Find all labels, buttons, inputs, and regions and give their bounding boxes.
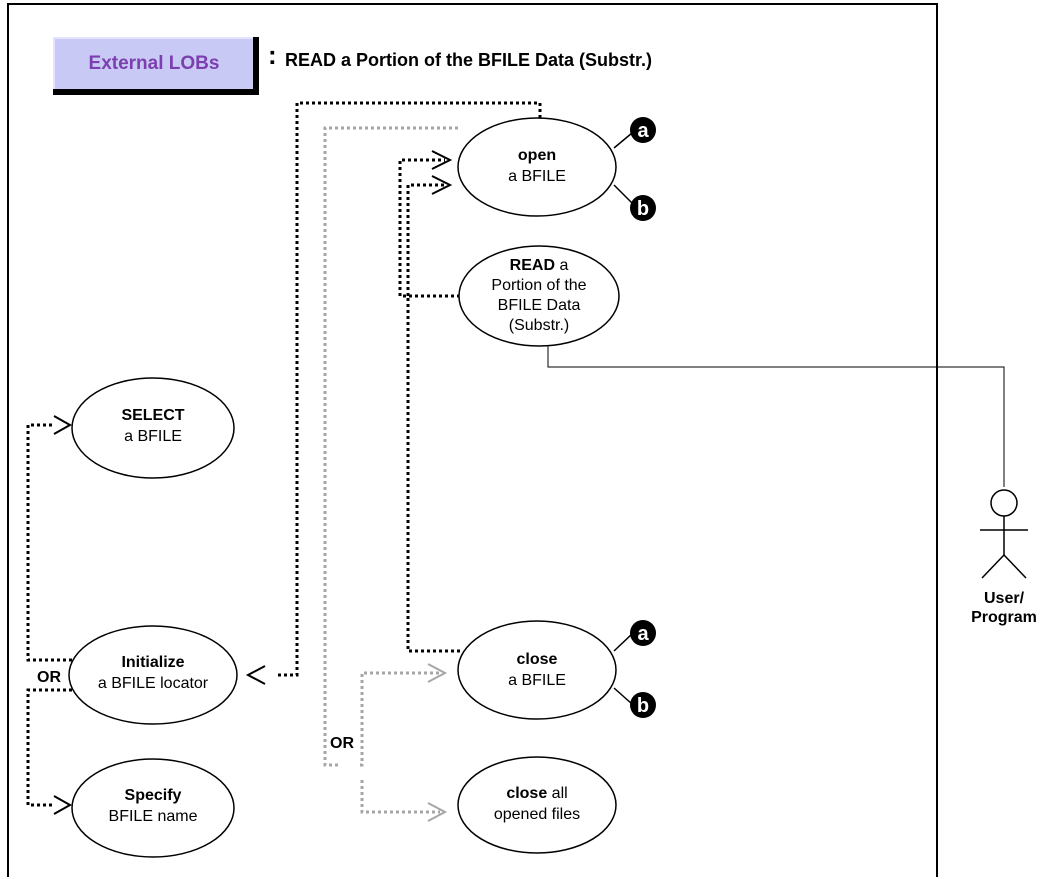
arrowhead-specify — [53, 795, 73, 815]
use-case-close-all-title: close — [506, 785, 547, 802]
use-case-close-all-line1: close all — [506, 785, 567, 802]
arrowhead-initialize — [245, 665, 266, 685]
actor-label-line1: User/ — [984, 590, 1025, 607]
arrowhead-select — [53, 415, 73, 435]
use-case-close-subtitle: a BFILE — [508, 672, 566, 689]
arrowhead-open-upper — [431, 150, 453, 170]
page-title: READ a Portion of the BFILE Data (Substr… — [285, 50, 653, 70]
actor-user-program[interactable] — [980, 489, 1028, 579]
dark-connectors — [26, 101, 542, 807]
marker-close-a[interactable]: a — [630, 620, 656, 646]
connector-read-loop-lower — [406, 183, 445, 296]
arrowhead-open-lower — [431, 175, 453, 195]
or-label-center: OR — [330, 735, 354, 752]
grey-connector-open-to-or — [323, 126, 458, 767]
marker-close-a-label: a — [637, 623, 649, 645]
arrowhead-close-grey — [427, 663, 448, 683]
grey-connector-or-to-close — [360, 671, 440, 767]
dark-arrowheads — [53, 150, 453, 815]
grey-arrowheads — [427, 663, 448, 822]
marker-links — [613, 132, 633, 705]
grey-connector-or-to-close-all — [360, 780, 440, 814]
use-case-select-subtitle: a BFILE — [124, 428, 182, 445]
connector-read-loop-upper — [398, 158, 460, 298]
use-case-read-line3: BFILE Data — [498, 297, 581, 314]
use-case-open-subtitle: a BFILE — [508, 168, 566, 185]
use-case-read[interactable]: READ a Portion of the BFILE Data (Substr… — [458, 245, 620, 347]
marker-open-a[interactable]: a — [630, 117, 656, 143]
use-case-close-all[interactable]: close all opened files — [457, 756, 617, 854]
external-lobs-badge-label[interactable]: External LOBs — [53, 37, 253, 89]
actor-association-line — [547, 345, 1005, 487]
or-label-left: OR — [37, 669, 61, 686]
use-case-select[interactable]: SELECT a BFILE — [71, 377, 235, 479]
connector-initialize-to-specify — [26, 688, 72, 807]
use-case-close-all-line1-rest: all — [547, 785, 567, 802]
marker-open-b[interactable]: b — [630, 195, 656, 221]
actor-left-leg — [981, 554, 1005, 579]
use-case-select-title: SELECT — [121, 407, 184, 424]
title-separator: : — [268, 40, 277, 70]
connector-close-to-read — [406, 296, 460, 653]
use-case-open-title: open — [518, 147, 556, 164]
use-case-initialize[interactable]: Initialize a BFILE locator — [68, 625, 238, 725]
use-case-close-title: close — [517, 651, 558, 668]
marker-close-b[interactable]: b — [630, 692, 656, 718]
marker-close-b-label: b — [637, 695, 649, 717]
connector-initialize-to-select — [26, 423, 72, 662]
arrowhead-close-all-grey — [427, 802, 448, 822]
use-case-specify-title: Specify — [125, 787, 182, 804]
use-case-read-line1-rest: a — [555, 257, 568, 274]
marker-open-a-label: a — [637, 120, 649, 142]
use-case-initialize-subtitle: a BFILE locator — [98, 675, 209, 692]
connector-open-to-initialize — [275, 101, 542, 677]
external-lobs-badge[interactable]: External LOBs — [53, 37, 259, 95]
marker-open-b-label: b — [637, 198, 649, 220]
use-case-specify-subtitle: BFILE name — [109, 808, 198, 825]
use-case-open[interactable]: open a BFILE — [457, 117, 617, 217]
use-case-read-line2: Portion of the — [491, 277, 586, 294]
use-case-close[interactable]: close a BFILE — [457, 620, 617, 720]
actor-label-line2: Program — [971, 609, 1037, 626]
grey-connectors — [323, 126, 458, 814]
use-case-specify[interactable]: Specify BFILE name — [71, 758, 235, 858]
use-case-read-title: READ — [510, 257, 555, 274]
actor-head-icon — [990, 489, 1018, 517]
use-case-read-line1: READ a — [510, 257, 569, 274]
use-case-initialize-title: Initialize — [121, 654, 184, 671]
actor-right-leg — [1003, 554, 1027, 579]
use-case-close-all-subtitle: opened files — [494, 806, 580, 823]
diagram-frame — [7, 3, 938, 877]
use-case-read-line4: (Substr.) — [509, 317, 569, 334]
